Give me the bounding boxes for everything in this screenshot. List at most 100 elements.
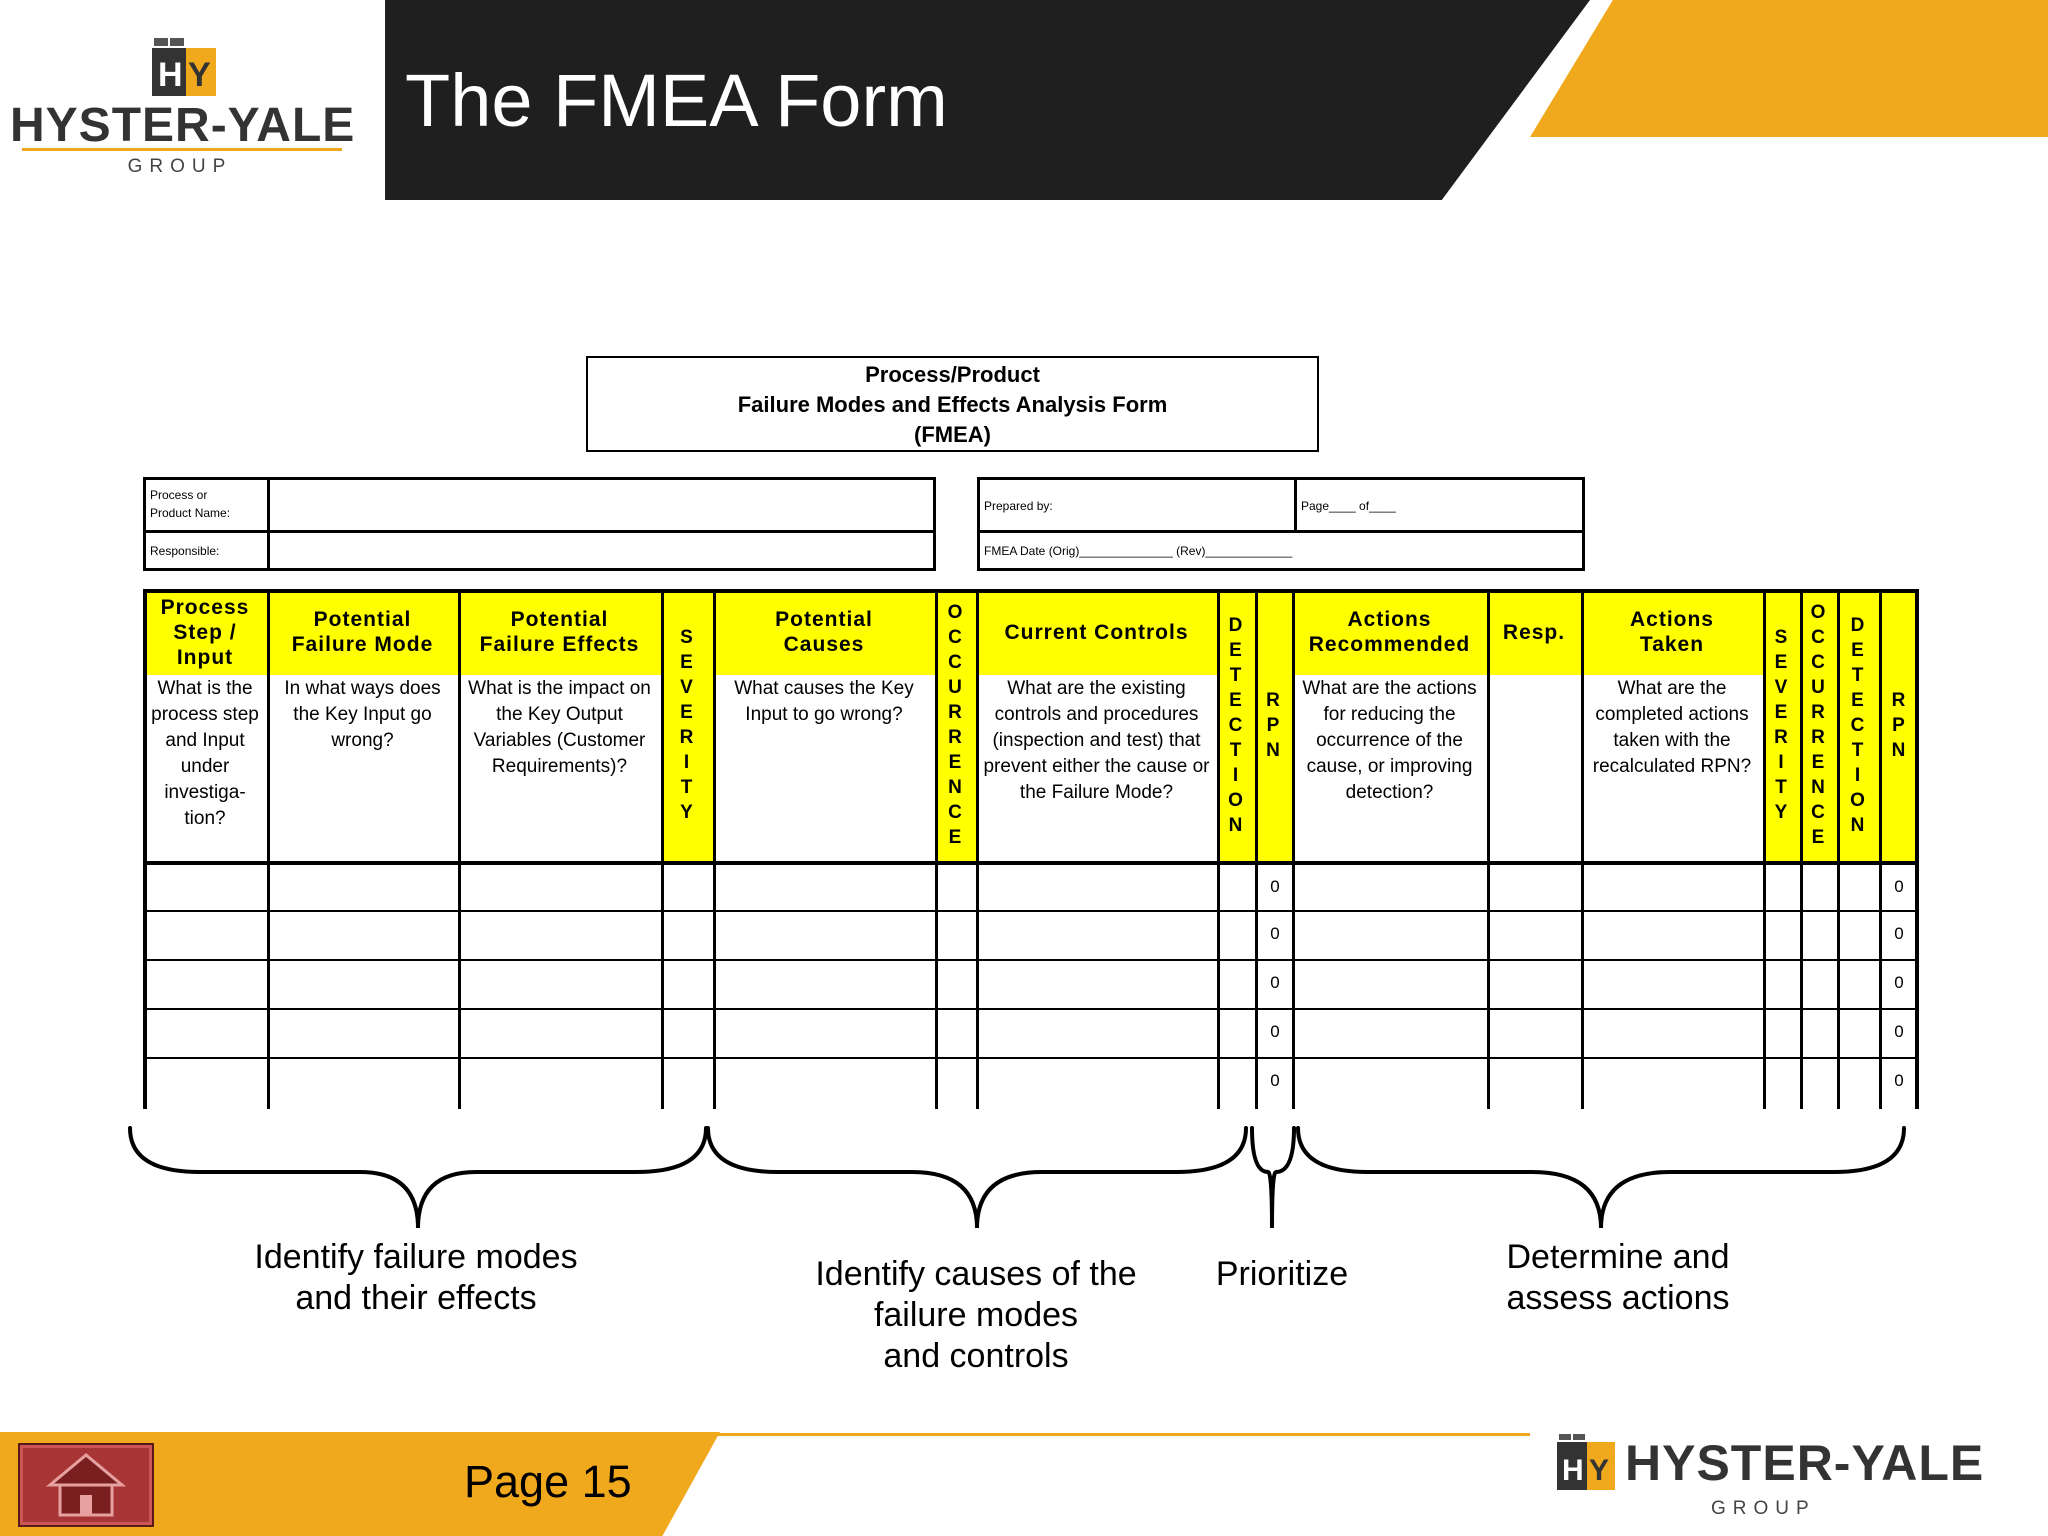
grid-vline: [976, 589, 979, 1109]
column-severity: S E V E R I T Y: [661, 589, 713, 1109]
column-header-text: O C C U R R E N C E: [1810, 602, 1827, 848]
column-header-text: Potential Failure Effects: [479, 608, 640, 656]
column-question-actions-taken: What are the completed actions taken wit…: [1592, 678, 1752, 777]
fmea-form-title: Process/Product Failure Modes and Effect…: [586, 356, 1319, 452]
column-header-text: Resp.: [1502, 620, 1566, 644]
grid-vline: [1292, 589, 1295, 1109]
column-header-text: O C C U R R E N C E: [947, 602, 964, 848]
rpn-value: 0: [1894, 924, 1904, 943]
grid-vline: [661, 589, 664, 1109]
column-header-severity-2: S E V E R I T Y: [1763, 589, 1800, 861]
column-occurrence-2: O C C U R R E N C E: [1800, 589, 1837, 1109]
grid-hline: [143, 589, 1919, 593]
grid-vline: [1217, 589, 1220, 1109]
column-header-text: Potential Causes: [775, 608, 873, 656]
grid-vline: [1879, 589, 1882, 1109]
caption-determine-actions: Determine and assess actions: [1506, 1238, 1730, 1317]
form-title-line: Process/Product: [865, 362, 1040, 387]
column-header-text: Actions Recommended: [1308, 608, 1471, 656]
logo-group-text: GROUP: [1711, 1498, 1816, 1519]
grid-hline: [143, 959, 1919, 961]
rpn-value: 0: [1270, 924, 1280, 943]
grid-hline: [143, 910, 1919, 912]
column-header-actions-taken: Actions Taken: [1581, 589, 1763, 675]
grid-vline: [1487, 589, 1490, 1109]
grouping-braces: [128, 1126, 1906, 1229]
column-header-rpn-2: R P N: [1879, 589, 1919, 861]
column-header-causes: Potential Causes: [713, 589, 935, 675]
page-title: The FMEA Form: [405, 59, 948, 142]
rpn-value: 0: [1894, 877, 1904, 896]
grid-vline: [1581, 589, 1584, 1109]
column-header-text: D E T E C T I O N: [1228, 614, 1244, 836]
column-header-occurrence: O C C U R R E N C E: [935, 589, 976, 861]
brace-identify-failures: [128, 1126, 708, 1229]
column-header-text: R P N: [1266, 689, 1281, 761]
grid-vline: [713, 589, 716, 1109]
rpn-value: 0: [1894, 973, 1904, 992]
logo-rule: [22, 148, 342, 151]
rpn-value: 0: [1894, 1071, 1904, 1090]
column-header-occurrence-2: O C C U R R E N C E: [1800, 589, 1837, 861]
rpn-value: 0: [1270, 877, 1280, 896]
column-detection: D E T E C T I O N: [1217, 589, 1255, 1109]
footer-rule: [700, 1433, 1530, 1436]
responsible-label: Responsible:: [146, 533, 270, 568]
svg-text:Y: Y: [1589, 1454, 1609, 1487]
column-header-controls: Current Controls: [976, 589, 1217, 675]
column-header-resp: Resp.: [1487, 589, 1581, 675]
column-resp: Resp.: [1487, 589, 1581, 1109]
column-header-text: S E V E R I T Y: [1774, 627, 1789, 823]
grid-vline: [267, 589, 270, 1109]
grid-hline: [143, 861, 1919, 865]
grid-vline: [1255, 589, 1258, 1109]
column-question-controls: What are the existing controls and proce…: [983, 678, 1210, 803]
logo-badge-icon: H Y: [152, 38, 216, 96]
svg-text:H: H: [158, 56, 183, 94]
process-name-field[interactable]: [270, 480, 933, 533]
prepared-info-box: Prepared by: Page____ of____ FMEA Date (…: [977, 477, 1585, 571]
process-name-label: Process or Product Name:: [146, 480, 270, 533]
brace-determine-actions: [1296, 1126, 1906, 1229]
rpn-value: 0: [1270, 1071, 1280, 1090]
caption-identify-causes: Identify causes of the failure modes and…: [815, 1255, 1137, 1375]
company-logo: H Y HYSTER-YALE GROUP: [10, 22, 354, 182]
rpn-value: 0: [1270, 973, 1280, 992]
column-question-resp: [1487, 675, 1581, 861]
column-header-text: Process Step / Input: [160, 595, 250, 669]
form-title-line: Failure Modes and Effects Analysis Form: [737, 392, 1168, 417]
svg-text:Y: Y: [188, 56, 211, 94]
header-bar: [385, 0, 1590, 200]
header-accent: [1530, 0, 2048, 137]
logo-wordmark: HYSTER-YALE: [1625, 1435, 1985, 1491]
responsible-field[interactable]: [270, 533, 933, 568]
grid-vline: [1915, 589, 1919, 1109]
column-header-detection-2: D E T E C T I O N: [1837, 589, 1879, 861]
grid-vline: [1763, 589, 1766, 1109]
fmea-date-field: FMEA Date (Orig)______________ (Rev)____…: [984, 544, 1293, 558]
column-question-process-step: What is the process step and Input under…: [151, 678, 259, 829]
prepared-by-label: Prepared by:: [980, 480, 1297, 533]
grid-vline: [1837, 589, 1840, 1109]
column-question-failure-effects: What is the impact on the Key Output Var…: [468, 678, 651, 777]
column-header-detection: D E T E C T I O N: [1217, 589, 1255, 861]
column-question-actions-recommended: What are the actions for reducing the oc…: [1302, 678, 1477, 803]
page-of-field: Page____ of____: [1297, 480, 1582, 533]
rpn-value: 0: [1270, 1022, 1280, 1041]
home-button[interactable]: [18, 1443, 154, 1527]
grid-vline: [458, 589, 461, 1109]
column-header-failure-effects: Potential Failure Effects: [458, 589, 661, 675]
grid-hline: [143, 1008, 1919, 1010]
column-question-causes: What causes the Key Input to go wrong?: [734, 678, 914, 725]
column-rpn: R P N: [1255, 589, 1292, 1109]
caption-identify-failures: Identify failure modes and their effects: [254, 1238, 578, 1317]
rpn-value: 0: [1894, 1022, 1904, 1041]
process-info-box: Process or Product Name: Responsible:: [143, 477, 936, 571]
